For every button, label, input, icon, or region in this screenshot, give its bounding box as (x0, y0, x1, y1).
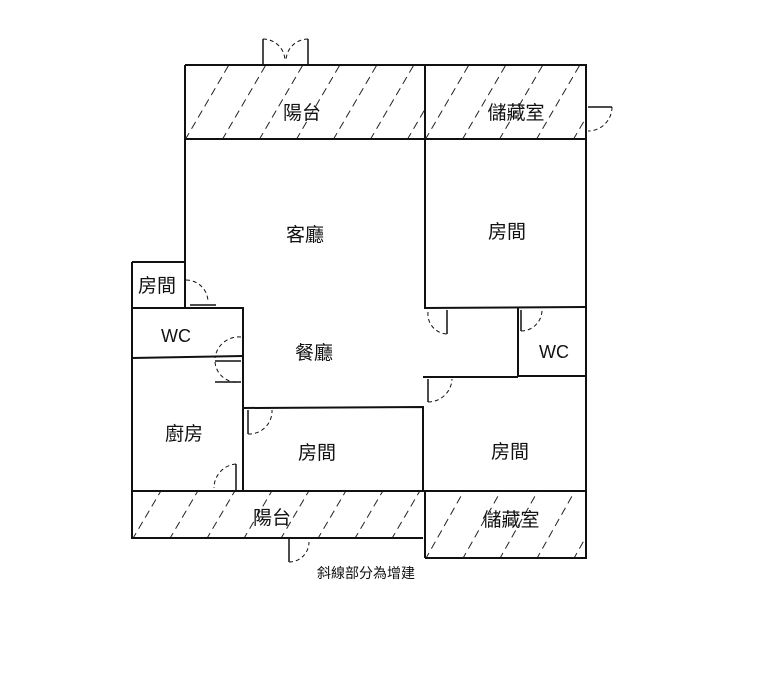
label-wc-right: WC (539, 342, 569, 362)
label-kitchen: 廚房 (165, 422, 203, 445)
note-hatched-area: 斜線部分為增建 (317, 566, 415, 582)
door-balcony-bottom (288, 539, 310, 563)
label-room-bottom-middle: 房間 (298, 442, 336, 464)
walls (131, 64, 587, 559)
label-balcony-top: 陽台 (283, 102, 321, 124)
label-storage-bottom: 儲藏室 (482, 509, 539, 531)
door-room-bottom-right (427, 378, 453, 403)
door-wc-right (520, 309, 543, 332)
door-room-small-left (185, 279, 216, 306)
label-room-bottom-right: 房間 (491, 441, 529, 463)
door-wc-left (214, 336, 242, 362)
label-room-small-left: 房間 (138, 275, 176, 297)
hatch-balcony-bottom (132, 491, 421, 538)
hatch-storage-bottom (425, 491, 586, 558)
door-kitchen-top (214, 361, 241, 383)
door-room-bottom-middle (247, 409, 273, 435)
hatch-balcony-top (185, 65, 425, 138)
label-storage-top: 儲藏室 (487, 102, 544, 124)
label-balcony-bottom: 陽台 (253, 507, 291, 529)
door-kitchen-bottom (213, 463, 237, 490)
label-dining-room: 餐廳 (295, 342, 333, 364)
door-room-top-right (427, 310, 448, 335)
door-storage-top (587, 106, 613, 132)
door-balcony-top (262, 38, 309, 65)
label-living-room: 客廳 (286, 224, 324, 246)
label-room-top-right: 房間 (488, 221, 526, 243)
hatch-storage-top (425, 65, 586, 138)
label-wc-left: WC (161, 326, 191, 346)
